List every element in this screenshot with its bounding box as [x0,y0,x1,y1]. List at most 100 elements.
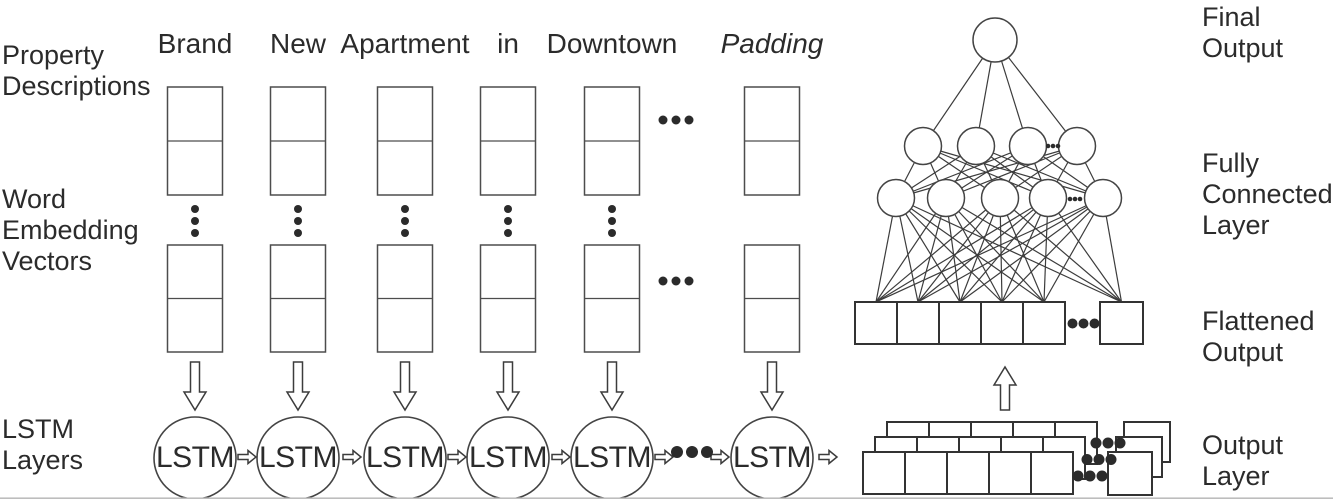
right-arrow-icon-5 [710,448,731,466]
fc-row2-dots-icon-0 [1045,143,1051,149]
flat-line-4-1 [917,197,1104,303]
vertical-dots-icon-2-0 [401,205,409,213]
horizontal-dots-icon-1-1 [671,276,681,286]
lstm-continuation-dot-0 [671,446,683,458]
output-sheet-front-square-2 [946,451,990,495]
fc-row2-node-1 [956,126,996,166]
down-arrow-icon-4 [599,361,625,412]
fc-row3-dots-icon-2 [1077,196,1083,202]
output-dots-icon-1-1 [1093,454,1105,465]
vertical-dots-icon-0-1 [191,217,199,225]
up-arrow-icon [992,365,1018,411]
flat-line-3-2 [959,197,1049,303]
down-arrow-icon-1 [285,361,311,412]
flat-line-0-5 [895,197,1122,303]
right-arrow-icon-6 [818,448,839,466]
label-property-descriptions: Property Descriptions [2,40,151,101]
flat-line-4-3 [1001,197,1104,303]
vertical-dots-icon-1-0 [294,205,302,213]
bottom-edge-line [0,497,1333,499]
output-dots-icon-0-2 [1114,437,1126,449]
vertical-dots-icon-3-2 [504,229,512,237]
down-arrow-icon-2 [392,361,418,412]
output-dots-icon-1-0 [1081,454,1093,465]
label-final-output: Final Output [1202,2,1284,63]
lstm-circle-2 [363,416,447,499]
fc-row3-dots-icon-0 [1067,196,1073,202]
lstm-cell-label-0: LSTM [155,441,235,474]
vertical-dots-icon-0-0 [191,205,199,213]
flat-line-4-2 [959,197,1104,303]
horizontal-dots-icon-0-1 [671,115,681,125]
label-flattened-output: Flattened Output [1202,306,1315,367]
lstm-continuation-dot-1 [686,446,698,458]
down-arrow-icon-5 [759,361,785,412]
vertical-dots-icon-1-1 [294,217,302,225]
fc-line-3-0 [895,145,1078,199]
flattened-square-0 [854,301,898,345]
down-arrow-icon-3 [495,361,521,412]
fc-row2-dots-icon-2 [1055,143,1061,149]
right-arrow-icon-1 [342,448,363,466]
flat-line-2-0 [875,197,1001,303]
word-label-in: in [497,28,519,59]
final-output-node [972,17,1018,63]
lstm-circle-5 [730,416,814,499]
flat-line-3-0 [875,197,1049,303]
vertical-dots-icon-3-1 [504,217,512,225]
horizontal-dots-icon-1-0 [658,276,668,286]
flattened-square-4 [1022,301,1066,345]
fc-row2-node-0 [903,126,943,166]
vertical-dots-icon-4-2 [608,229,616,237]
lstm-circle-0 [153,416,237,499]
output-dots-icon-2-0 [1072,470,1084,482]
vertical-dots-icon-2-2 [401,229,409,237]
fc-row3-node-4 [1083,178,1123,218]
fc-row2-node-2 [1008,126,1048,166]
flat-line-1-5 [945,197,1122,303]
flattened-dots-icon-2 [1089,318,1100,329]
flat-line-4-4 [1043,197,1104,303]
lstm-cell-label-5: LSTM [732,441,812,474]
vertical-dots-icon-2-1 [401,217,409,225]
vertical-dots-icon-4-1 [608,217,616,225]
output-dots-icon-0-1 [1102,437,1114,449]
horizontal-dots-icon-1-2 [684,276,694,286]
flat-line-3-5 [1047,197,1122,303]
flat-line-2-1 [917,197,1001,303]
horizontal-dots-icon-0-2 [684,115,694,125]
fc-row3-node-3 [1028,178,1068,218]
horizontal-dots-icon-0-0 [658,115,668,125]
word-label-padding: Padding [720,28,824,59]
down-arrow-icon-0 [182,361,208,412]
output-dots-icon-2-2 [1096,470,1108,482]
output-sheet-front-square-3 [988,451,1032,495]
fc-row2-node-3 [1057,126,1097,166]
right-arrow-icon-4 [654,448,675,466]
output-dots-icon-1-2 [1105,454,1117,465]
fc-row3-dots-icon-1 [1072,196,1078,202]
flat-line-1-3 [945,197,1003,303]
lstm-cell-label-4: LSTM [572,441,652,474]
right-arrow-icon-2 [447,448,468,466]
lstm-circle-3 [466,416,550,499]
output-dots-icon-2-1 [1084,470,1096,482]
vertical-dots-icon-0-2 [191,229,199,237]
vertical-dots-icon-3-0 [504,205,512,213]
label-fully-connected-layer: Fully Connected Layer [1202,148,1333,240]
flat-line-3-1 [917,197,1049,303]
label-output-layer: Output Layer [1202,430,1284,491]
word-label-downtown: Downtown [546,28,678,59]
flattened-dots-icon-0 [1067,318,1078,329]
lstm-continuation-dot-2 [701,446,713,458]
flat-line-1-4 [945,197,1045,303]
vertical-dots-icon-1-2 [294,229,302,237]
flattened-square-1 [896,301,940,345]
word-label-brand: Brand [157,28,233,59]
lstm-cell-label-3: LSTM [468,441,548,474]
lstm-cell-label-2: LSTM [365,441,445,474]
label-word-embedding-vectors: Word Embedding Vectors [2,184,139,276]
fc-row3-node-1 [926,178,966,218]
